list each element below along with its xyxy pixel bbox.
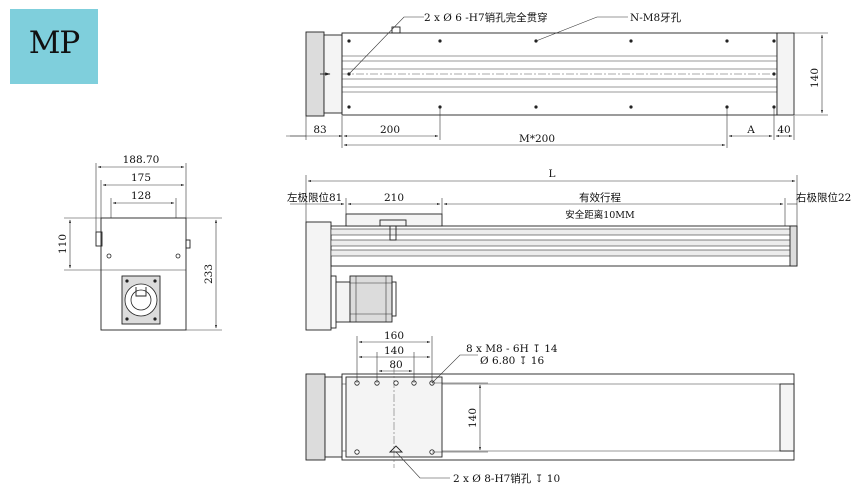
logo-text: MP [28, 25, 81, 61]
thread-note-line-1: 8 x M8 - 6H ↧ 14 [466, 343, 558, 355]
dim-m200: M*200 [519, 133, 555, 145]
end-view: 188.70 175 128 110 233 [57, 154, 222, 331]
dim-188-70: 188.70 [123, 154, 160, 166]
pin-hole-note: 2 x Ø 6 -H7销孔完全贯穿 [424, 11, 548, 24]
dim-140-side: 140 [467, 408, 479, 428]
top-view: 2 x Ø 6 -H7销孔完全贯穿 N-M8牙孔 140 83 200 A 40… [286, 11, 828, 148]
thread-hole-note: N-M8牙孔 [630, 11, 682, 24]
dim-length-l: L [549, 168, 556, 180]
dim-200: 200 [380, 124, 400, 136]
dim-160: 160 [384, 330, 404, 342]
dim-128: 128 [131, 190, 151, 202]
effective-stroke-label: 有效行程 [579, 191, 621, 204]
dim-110: 110 [57, 234, 69, 254]
dim-a: A [746, 124, 755, 136]
left-limit-label: 左极限位81 [287, 191, 342, 204]
side-view: L 左极限位81 210 有效行程 安全距离10MM 右极限位22 [287, 168, 851, 331]
thread-note-line-2: Ø 6.80 ↧ 16 [480, 355, 544, 367]
height-dim-140: 140 [809, 68, 821, 88]
dim-80: 80 [389, 359, 402, 371]
dim-175: 175 [131, 172, 151, 184]
mp-logo: MP [10, 9, 98, 84]
dim-83: 83 [313, 124, 326, 136]
bottom-view: 160 140 80 8 x M8 - 6H ↧ 14 Ø 6.80 ↧ 16 … [305, 330, 795, 485]
pin-hole-note-bottom: 2 x Ø 8-H7销孔 ↧ 10 [453, 472, 560, 485]
right-limit-label: 右极限位22 [796, 191, 851, 204]
dim-140-top: 140 [384, 345, 404, 357]
safety-distance-label: 安全距离10MM [565, 209, 635, 221]
dim-233: 233 [203, 264, 215, 284]
dim-210: 210 [384, 192, 404, 204]
dim-40: 40 [777, 124, 790, 136]
